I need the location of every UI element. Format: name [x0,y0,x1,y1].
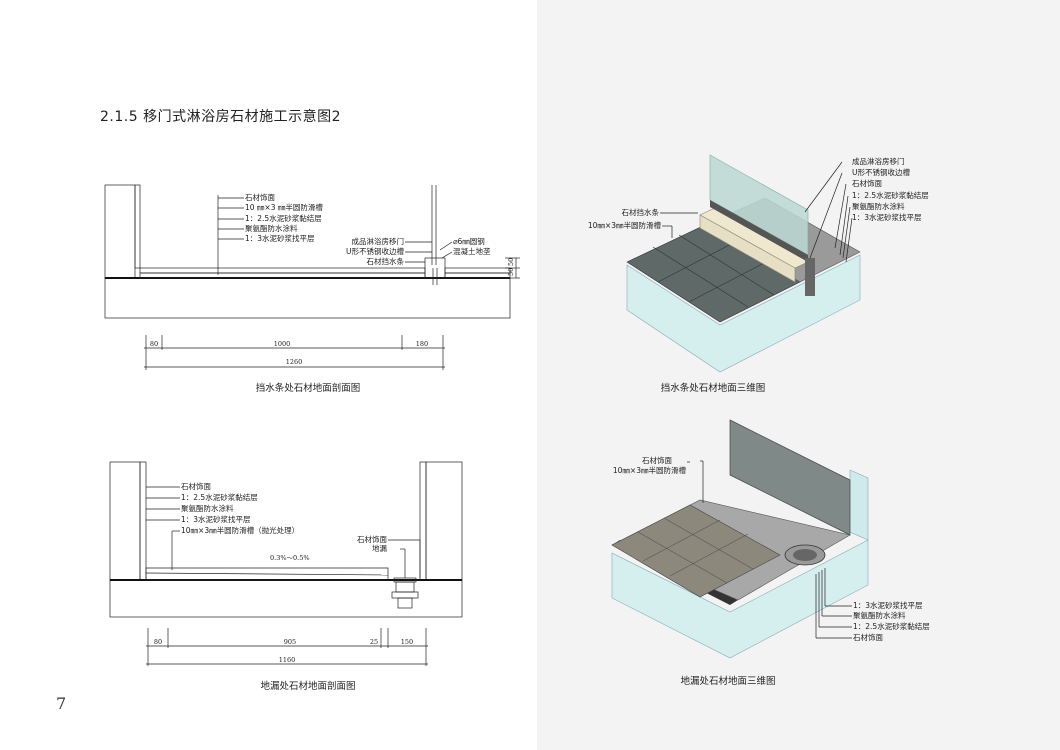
s2-layer-label: 石材饰面 [181,481,211,491]
s2-right-label: 地漏 [372,543,387,553]
s1-caption: 挡水条处石材地面剖面图 [256,382,361,394]
s1-layer-label: 10 ㎜×3 ㎜半圆防滑槽 [245,202,323,212]
dim-label: 180 [416,340,428,348]
right-page-background [537,0,1060,750]
floor-slab [109,579,463,618]
v2-label: 1：3水泥砂浆找平层 [853,600,923,610]
v2-label: 石材饰面 [853,632,883,642]
s2-layer-label: 10㎜×3㎜半圆防滑槽（抛光处理） [181,525,299,535]
v1-label: U形不锈钢收边槽 [852,167,910,177]
dim-label: 25 [370,638,378,646]
dim-label: 905 [284,638,296,646]
wall-left [104,184,136,279]
s1-right-label: 石材挡水条 [367,256,405,266]
v1-label: 1：3水泥砂浆找平层 [852,212,922,222]
s1-layer-label: 石材饰面 [245,192,275,202]
dim-label: 50 [507,258,515,266]
slope-label: 0.3%～0.5% [270,554,310,562]
s2-layer-label: 1：3水泥砂浆找平层 [181,514,251,524]
s1-layer-label: 1：2.5水泥砂浆黏结层 [245,213,322,223]
s2-layer-label: 1：2.5水泥砂浆黏结层 [181,492,258,502]
s1-right-label: U形不锈钢收边槽 [346,246,404,256]
v2-label: 聚氨酯防水涂料 [853,610,906,620]
s1-layer-label: 1：3水泥砂浆找平层 [245,233,315,243]
v2-label: 石材饰面 [642,455,672,465]
s2-right-label: 石材饰面 [357,534,387,544]
s2-layer-label: 聚氨酯防水涂料 [181,503,234,513]
s1-right-label: ⌀6㎜圆钢 [453,236,485,246]
v1-label: 聚氨酯防水涂料 [852,201,905,211]
v1-label: 成品淋浴房移门 [852,156,905,166]
stone-curb [424,257,446,279]
dim-label: 50 [507,268,515,276]
section1-drawing: 石材饰面 10 ㎜×3 ㎜半圆防滑槽 1：2.5水泥砂浆黏结层 聚氨酯防水涂料 … [104,184,520,394]
s2-caption: 地漏处石材地面剖面图 [260,680,355,692]
section2-drawing: 石材饰面 1：2.5水泥砂浆黏结层 聚氨酯防水涂料 1：3水泥砂浆找平层 10㎜… [109,461,463,692]
s1-right-label: 成品淋浴房移门 [352,236,405,246]
v1-caption: 挡水条处石材地面三维图 [661,382,766,394]
v1-label: 1：2.5水泥砂浆黏结层 [852,190,929,200]
v1-label: 10㎜×3㎜半圆防滑槽 [588,220,662,230]
floor-slab [104,277,511,319]
view3d2-drawing: 石材饰面 10㎜×3㎜半圆防滑槽 1：3水泥砂浆找平层 聚氨酯防水涂料 1：2.… [611,419,930,687]
dim-label: 1000 [274,340,291,348]
dim-label: 150 [401,638,413,646]
s1-right-label: 混凝土地垄 [453,246,491,256]
page-title: 2.1.5 移门式淋浴房石材施工示意图2 [100,109,341,125]
v2-caption: 地漏处石材地面三维图 [680,675,775,687]
v2-label: 1：2.5水泥砂浆黏结层 [853,621,930,631]
v1-label: 石材饰面 [852,178,882,188]
dim-total: 1260 [286,358,303,366]
dim-total: 1160 [279,656,296,664]
page-number: 7 [56,694,67,713]
dim-label: 80 [150,340,158,348]
v1-label: 石材挡水条 [622,207,660,217]
v2-label: 10㎜×3㎜半圆防滑槽 [613,465,687,475]
view3d1-drawing: 成品淋浴房移门 U形不锈钢收边槽 石材饰面 1：2.5水泥砂浆黏结层 聚氨酯防水… [588,154,929,394]
s1-layer-label: 聚氨酯防水涂料 [245,223,298,233]
dim-label: 80 [154,638,162,646]
